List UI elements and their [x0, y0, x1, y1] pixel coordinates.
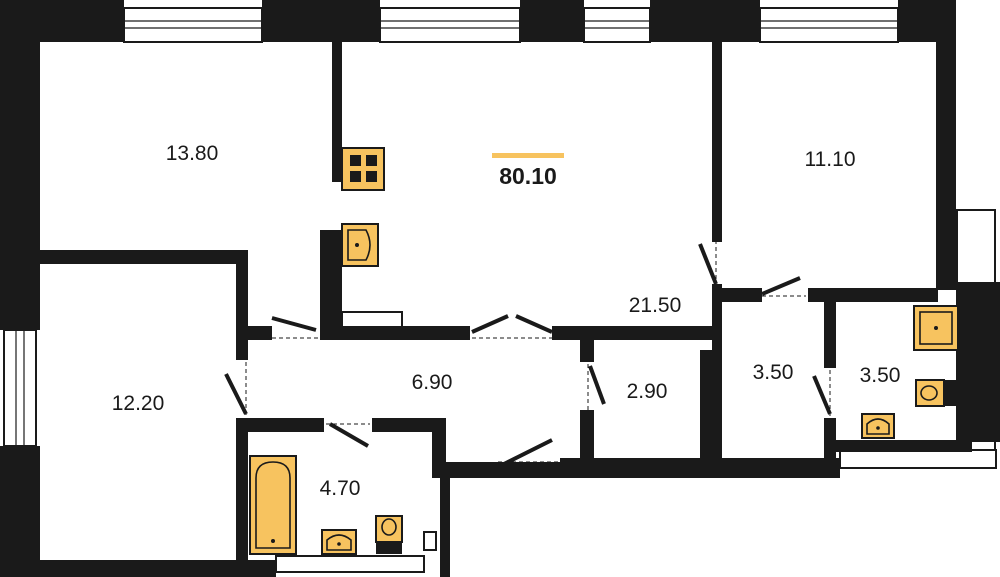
doors: [224, 240, 832, 468]
washbasin-icon: [861, 413, 895, 439]
room-area-hallway: 6.90: [412, 371, 453, 394]
room-area-bedroom-right: 11.10: [805, 148, 856, 171]
washbasin-icon: [321, 529, 357, 555]
total-area-label: 80.10: [499, 163, 557, 189]
room-area-kitchen-living: 21.50: [629, 294, 682, 317]
interior-walls: [40, 42, 972, 577]
room-area-bedroom-left: 13.80: [166, 142, 219, 165]
toilet-icon: [375, 515, 403, 554]
room-area-corridor-small: 3.50: [753, 361, 794, 384]
toilet-icon: [915, 379, 958, 407]
room-area-bathroom: 4.70: [320, 477, 361, 500]
shower-tray-icon: [913, 305, 959, 351]
windows: [3, 7, 899, 447]
room-area-bedroom-lower-left: 12.20: [112, 392, 165, 415]
bathtub-icon: [249, 455, 297, 555]
total-area-accent-bar: [492, 153, 564, 158]
room-area-storage: 2.90: [627, 380, 668, 403]
room-area-toilet: 3.50: [860, 364, 901, 387]
stove-icon: [341, 147, 385, 191]
kitchen-sink-icon: [341, 223, 379, 267]
